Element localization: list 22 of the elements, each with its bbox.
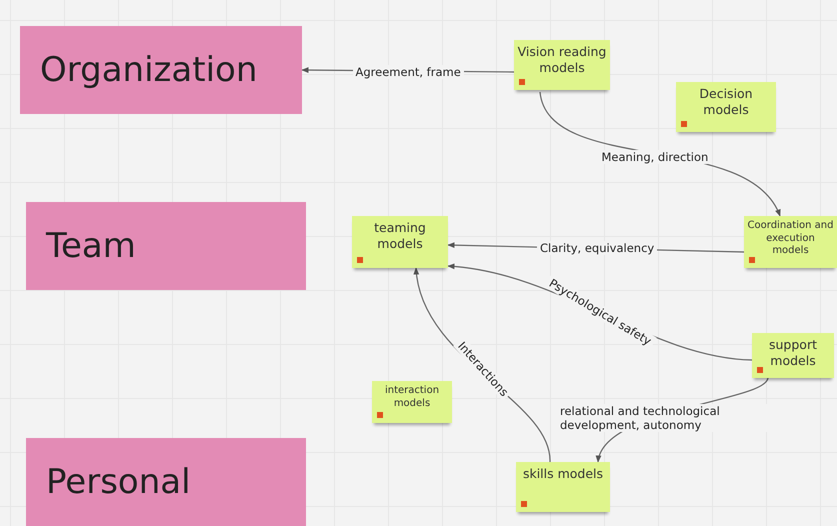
level-band (26, 438, 306, 526)
sticky-note (676, 82, 776, 132)
sticky-note (352, 216, 448, 268)
level-band (26, 202, 306, 290)
note-text: teaming models (373, 220, 427, 252)
note-text: Team (46, 226, 137, 266)
edge-label: Clarity, equivalency (537, 241, 658, 255)
note-text: Coordination and execution models (747, 220, 834, 258)
sticky-note (516, 462, 610, 512)
sticky-note (514, 40, 610, 90)
note-text: Vision reading models (517, 44, 607, 76)
note-text: interaction models (384, 385, 440, 410)
note-text: skills models (522, 466, 604, 482)
sticky-note (744, 216, 837, 268)
note-text: Decision models (698, 86, 754, 118)
note-text: Personal (46, 462, 192, 502)
note-text: support models (768, 337, 818, 368)
edge-label: Agreement, frame (352, 65, 464, 79)
sticky-note (372, 381, 452, 423)
level-band (20, 26, 302, 114)
sticky-note (752, 333, 834, 378)
note-text: Organization (40, 50, 258, 90)
